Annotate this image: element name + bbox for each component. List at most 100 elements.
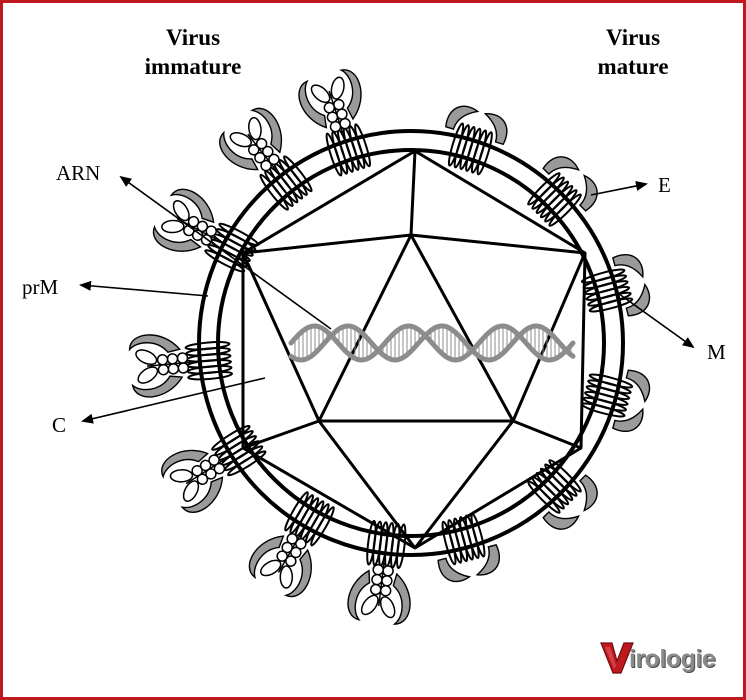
prm-leaf: [330, 76, 345, 100]
transmembrane-helix: [588, 297, 634, 313]
transmembrane-helix: [366, 519, 377, 566]
transmembrane-helix: [441, 520, 457, 566]
rna-strand: [288, 323, 576, 363]
prm-leaf: [248, 116, 262, 141]
transmembrane-helix: [476, 131, 493, 176]
prm-leaf: [137, 366, 159, 384]
header-immature: Virus immature: [128, 23, 258, 81]
virologie-wordmark: irologie: [629, 645, 716, 673]
transmembrane-helix: [527, 480, 561, 514]
e-protein-lobe: [169, 188, 215, 224]
label-c: C: [52, 413, 67, 437]
prm-leaf: [379, 595, 396, 619]
prm-bead: [166, 353, 179, 365]
transmembrane-helix: [342, 127, 360, 171]
mature-dimer: [580, 253, 651, 317]
envelope-proteins: [128, 69, 651, 625]
e-protein-lobe: [248, 535, 285, 580]
transmembrane-helix: [396, 523, 407, 570]
immature-spike: [152, 188, 260, 273]
e-protein-lobe: [578, 474, 598, 512]
immature-spike: [128, 334, 234, 398]
mature-dimer: [580, 369, 651, 433]
prm-bead: [191, 464, 203, 477]
e-protein-lobe: [128, 334, 181, 354]
e-protein-lobe: [542, 156, 580, 176]
prm-bead: [369, 583, 382, 596]
mature-dimer: [437, 512, 501, 583]
label-m: M: [707, 340, 726, 364]
e-protein-lobe: [250, 107, 283, 154]
prm-bead: [157, 363, 170, 376]
immature-spike: [161, 424, 267, 513]
label-e: E: [658, 173, 671, 197]
prm-leaf: [172, 200, 190, 222]
e-protein-lobe: [475, 544, 501, 576]
e-protein-lobe: [392, 572, 411, 625]
e-protein-lobe: [152, 224, 202, 252]
c-arrow: [81, 377, 266, 424]
e-arrow: [590, 181, 648, 196]
label-arn: ARN: [56, 161, 101, 185]
e-protein-lobe: [347, 569, 371, 621]
prm-leaf: [259, 559, 282, 577]
e-protein-lobe: [437, 557, 472, 583]
arn-arrow: [119, 175, 332, 330]
e-protein-lobe: [542, 510, 580, 530]
immature-spike: [248, 491, 335, 598]
transmembrane-helix: [580, 402, 626, 418]
e-protein-lobe: [483, 113, 508, 146]
e-protein-lobe: [612, 253, 644, 279]
prm-bead: [371, 573, 383, 586]
header-mature-line2: mature: [597, 54, 669, 79]
prm-bead: [382, 565, 394, 577]
e-protein-lobe: [625, 282, 651, 317]
e-protein-lobe: [161, 449, 209, 479]
prm-bead: [187, 215, 200, 228]
e-protein-lobe: [578, 174, 598, 212]
transmembrane-helix: [283, 155, 313, 193]
prm-bead: [177, 362, 190, 374]
transmembrane-helix: [390, 522, 401, 569]
label-arrows: [79, 175, 695, 424]
mature-dimer: [527, 156, 598, 227]
e-protein-lobe: [219, 130, 259, 171]
capsid: [241, 149, 587, 550]
immature-spike: [347, 519, 411, 625]
rna-strand: [288, 323, 576, 363]
mature-dimer: [445, 105, 508, 176]
prm-leaf: [161, 219, 185, 234]
immature-spike: [219, 107, 313, 211]
header-mature-line1: Virus: [605, 25, 661, 50]
virus-diagram: [79, 69, 695, 625]
e-protein-lobe: [283, 548, 312, 598]
rna-helix: [288, 323, 576, 363]
prm-leaf: [169, 469, 194, 483]
e-protein-lobe: [298, 79, 328, 129]
e-protein-lobe: [131, 375, 184, 398]
prm-bead: [381, 575, 393, 587]
prm-leaf: [279, 565, 294, 589]
header-mature: Virus mature: [573, 23, 693, 81]
prm-arrow: [79, 280, 209, 297]
m-arrow: [614, 290, 695, 349]
prm-bead: [176, 352, 189, 364]
prm-bead: [255, 137, 268, 150]
prm-bead: [167, 363, 180, 375]
prm-bead: [276, 550, 288, 562]
prm-bead: [372, 563, 384, 576]
transmembrane-helix: [354, 123, 372, 168]
e-protein-lobe: [612, 407, 644, 433]
transmembrane-helix: [548, 193, 582, 227]
e-protein-lobe: [339, 69, 362, 121]
prm-leaf: [310, 84, 331, 104]
transmembrane-helix: [211, 424, 251, 451]
e-protein-lobe: [180, 476, 224, 513]
mature-dimer: [527, 459, 598, 530]
e-protein-lobe: [445, 105, 480, 130]
transmembrane-helix: [218, 222, 260, 247]
immature-spike: [298, 69, 372, 177]
prm-leaf: [229, 132, 252, 148]
header-immature-line1: Virus: [165, 25, 221, 50]
